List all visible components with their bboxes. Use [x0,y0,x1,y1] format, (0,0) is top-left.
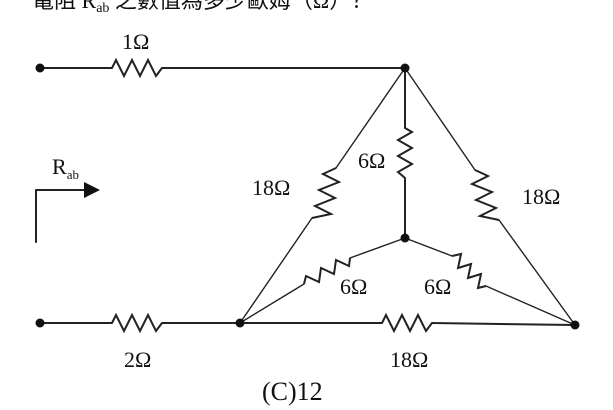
wire-wye-left-upper [349,237,406,259]
resistor-wye-top-6ohm [395,127,415,179]
wye-left-branch: 6Ω [239,237,406,324]
bottom-right-node [570,320,580,330]
label-resistor-wye-top: 6Ω [358,148,385,173]
question-text: 電阻 Rab 之數值為多少歐姆（Ω）？ [32,0,373,16]
wire-wye-left-lower [239,283,305,324]
answer-option: (C)12 [262,377,323,406]
delta-left-branch: 18Ω [239,67,406,324]
rab-arrow-line [35,189,87,243]
wye-top-branch: 6Ω [358,67,415,239]
resistor-2ohm [111,312,163,334]
wire-wye-right-lower [485,285,576,326]
wire-delta-left-upper [335,67,406,169]
wire-delta-right-lower [498,219,576,326]
wire-wye-right-upper [404,237,453,257]
resistor-delta-bottom-18ohm [381,312,433,334]
rab-indicator: Rab [35,154,100,243]
wire-delta-bottom-right [431,322,576,326]
terminal-b-node [35,318,45,328]
resistor-delta-left-18ohm [311,167,342,219]
label-resistor-2ohm: 2Ω [124,347,151,372]
resistor-wye-right-6ohm [451,252,487,290]
label-resistor-delta-right: 18Ω [522,184,560,209]
label-resistor-wye-right: 6Ω [424,274,451,299]
resistor-delta-right-18ohm [469,169,500,221]
rab-arrow-head-icon [84,182,100,198]
label-resistor-delta-bottom: 18Ω [390,347,428,372]
resistor-wye-left-6ohm [303,257,351,285]
wye-right-branch: 6Ω [404,237,576,326]
delta-bottom-branch: 18Ω [239,312,576,372]
label-resistor-1ohm: 1Ω [122,29,149,54]
top-series-branch: 1Ω [39,29,406,79]
wire-delta-left-lower [239,217,313,324]
wire-delta-right-upper [404,67,476,171]
bottom-series-branch: 2Ω [39,312,241,372]
delta-right-branch: 18Ω [404,67,576,326]
top-node [400,63,410,73]
resistor-1ohm [111,57,163,79]
terminal-a-node [35,63,45,73]
rab-label: Rab [52,154,79,182]
bottom-left-node [235,318,245,328]
label-resistor-wye-left: 6Ω [340,274,367,299]
center-node [400,233,410,243]
label-resistor-delta-left: 18Ω [252,175,290,200]
